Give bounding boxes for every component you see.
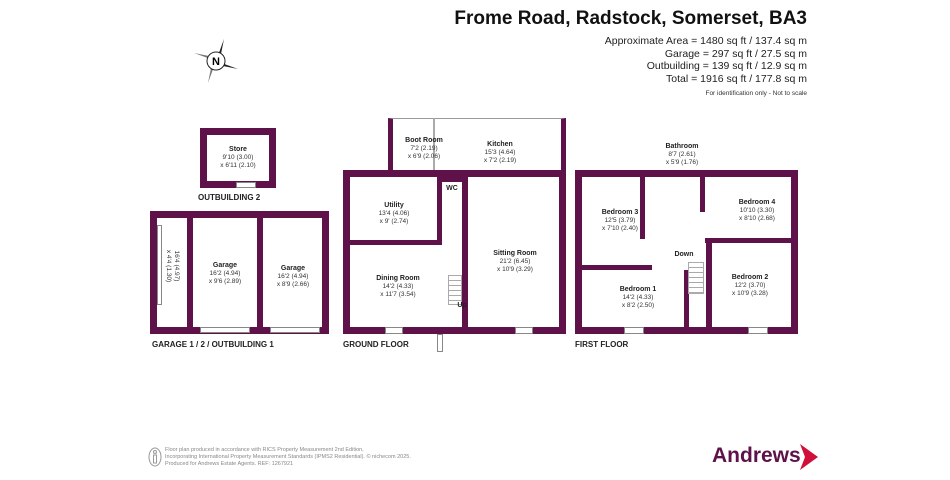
window <box>748 327 768 334</box>
label-down: Down <box>674 251 694 258</box>
footer-line: Produced for Andrews Estate Agents. REF:… <box>165 461 294 467</box>
window <box>624 327 644 334</box>
garage-door <box>200 327 250 333</box>
compass-icon: N <box>194 39 238 83</box>
area-garage: Garage = 297 sq ft / 27.5 sq m <box>664 47 807 60</box>
label-outbuilding-2: OUTBUILDING 2 <box>198 193 261 202</box>
label-garages: GARAGE 1 / 2 / OUTBUILDING 1 <box>152 340 274 349</box>
compass-north-label: N <box>212 56 220 68</box>
area-summary: Approximate Area = 1480 sq ft / 137.4 sq… <box>605 35 807 101</box>
boot-kitchen-extension <box>388 118 566 174</box>
label-first-floor: FIRST FLOOR <box>575 340 629 349</box>
garage-door <box>270 327 320 333</box>
property-title: Frome Road, Radstock, Somerset, BA3 <box>454 8 807 29</box>
room-wc: WC <box>446 185 458 192</box>
garage-block-outline <box>150 211 329 334</box>
scale-note: For identification only - Not to scale <box>705 90 807 97</box>
label-ground-floor: GROUND FLOOR <box>343 340 409 349</box>
label-up: Up <box>457 302 467 309</box>
window <box>157 225 162 305</box>
stairs-up <box>448 275 462 305</box>
area-outbuilding: Outbuilding = 139 sq ft / 12.9 sq m <box>646 60 807 72</box>
person-scale-icon <box>148 447 162 467</box>
front-door-porch <box>437 334 443 352</box>
footer-line: Incorporating International Property Mea… <box>165 454 411 460</box>
window <box>236 182 256 188</box>
window <box>515 327 533 334</box>
footer-disclaimer: Floor plan produced in accordance with R… <box>165 447 411 468</box>
logo-arrow-icon <box>800 444 818 470</box>
window <box>385 327 403 334</box>
room-outbuilding-1: 16'4 (4.97)x 4'4 (1.30) <box>165 249 180 283</box>
andrews-logo: Andrews <box>712 444 801 467</box>
area-total: Total = 1916 sq ft / 177.8 sq m <box>666 72 807 85</box>
footer-line: Floor plan produced in accordance with R… <box>165 447 364 453</box>
stairs-down <box>688 262 704 294</box>
ground-floor-outline <box>343 170 566 334</box>
area-approx: Approximate Area = 1480 sq ft / 137.4 sq… <box>604 35 807 47</box>
